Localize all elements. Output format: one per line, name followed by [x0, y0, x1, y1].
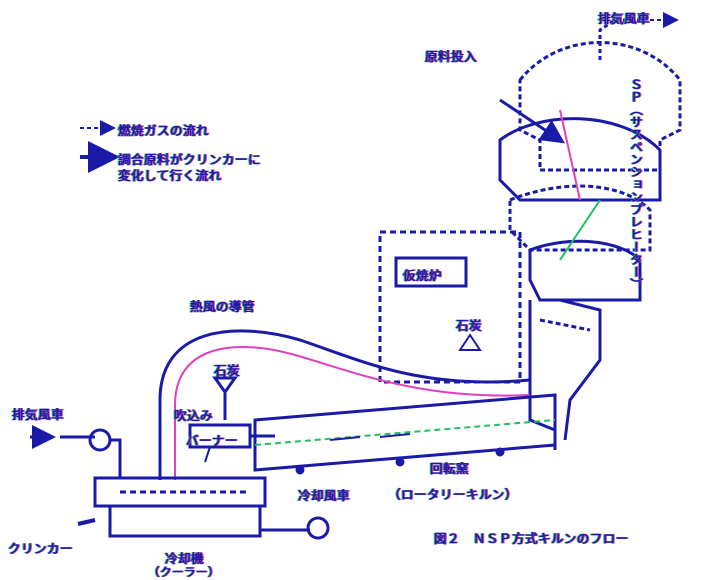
legend-material-label-1: 調合原料がクリンカーに [118, 152, 262, 167]
raw-feed-label: 原料投入 [425, 49, 478, 64]
exhaust-fan-left-label: 排気風車 [12, 407, 65, 422]
clinker-label: クリンカー [8, 541, 74, 556]
suspension-preheater [498, 18, 682, 302]
rotary-kiln-reading-label: （ロータリーキルン） [388, 487, 518, 502]
cooling-fan-label: 冷却風車 [298, 488, 351, 503]
coal-burner-label: 石炭 [214, 363, 241, 378]
clinker-arrow [77, 518, 96, 526]
calciner-box [378, 230, 522, 384]
rotary-kiln [253, 393, 557, 475]
exhaust-fan-top-label: 排気風車 [598, 11, 651, 26]
cooler-label: 冷却機 [165, 551, 205, 566]
left-exhaust [30, 425, 122, 478]
coal-calciner-label: 石炭 [456, 318, 483, 333]
cooler-reading-label: （クーラー） [148, 565, 220, 579]
burner-label: バーナー [186, 433, 239, 448]
hot-air-duct [158, 329, 531, 480]
rotary-kiln-label: 回転窯 [430, 461, 470, 476]
blow-in-label: 吹込み [174, 408, 214, 423]
kiln-inlet-riser [528, 298, 602, 450]
legend-gas-label: 燃焼ガスの流れ [118, 123, 210, 138]
legend-material-label-2: 変化して行く流れ [118, 168, 222, 183]
burner-assembly [188, 376, 275, 463]
hot-air-duct-label: 熱風の導管 [190, 299, 256, 314]
suspension-preheater-label: ＳＰ（サスペンションプレヒーター） [628, 78, 643, 291]
calciner-label: 仮焼炉 [403, 268, 443, 283]
cooler [93, 476, 330, 540]
figure-caption: 図２ ＮＳＰ方式キルンのフロー [434, 531, 629, 546]
